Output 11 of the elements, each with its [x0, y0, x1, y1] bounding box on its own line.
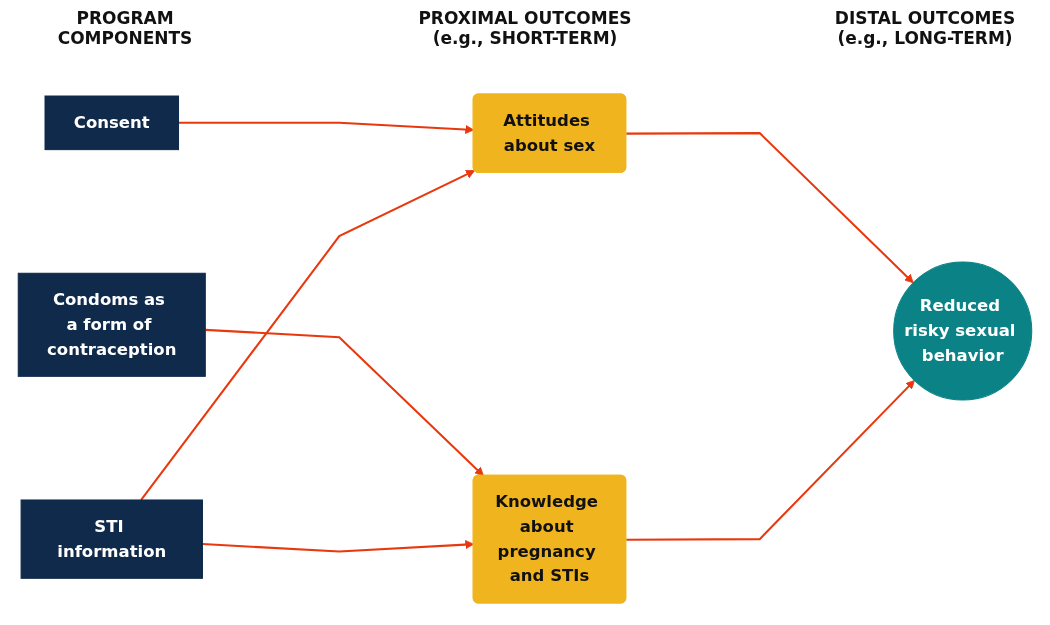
- arrow: [140, 169, 476, 501]
- column-heading: PROXIMAL OUTCOMES (e.g., SHORT-TERM): [417, 8, 633, 50]
- column-heading: PROGRAM COMPONENTS: [56, 8, 194, 50]
- column-heading: DISTAL OUTCOMES (e.g., LONG-TERM): [833, 8, 1017, 50]
- node-circle: Reduced risky sexual behavior: [893, 260, 1033, 401]
- node-box: Consent: [44, 95, 180, 150]
- arrow: [205, 328, 484, 476]
- arrow: [626, 131, 914, 283]
- node-box: Condoms as a form of contraception: [17, 272, 206, 377]
- node-box: STI information: [20, 498, 203, 579]
- arrow: [626, 379, 915, 541]
